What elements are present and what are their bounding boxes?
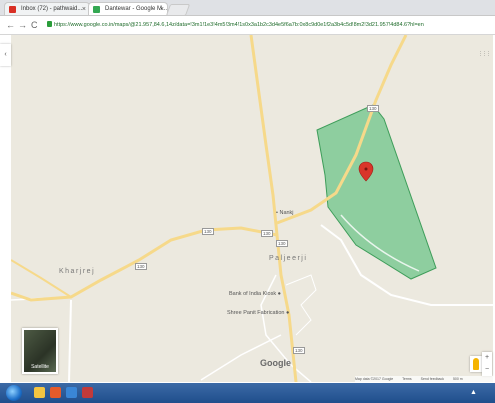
google-logo: Google <box>260 358 291 368</box>
route-shield: 130 <box>293 347 305 354</box>
tab-maps[interactable]: Dantewar - Google M... × <box>88 2 168 15</box>
app-icon[interactable] <box>82 387 93 398</box>
route-shield: 130 <box>135 263 147 270</box>
minor-road <box>320 224 493 306</box>
route-shield: 130 <box>261 230 273 237</box>
maps-favicon-icon <box>93 6 100 13</box>
pegman-figure <box>473 358 479 370</box>
system-tray-icon[interactable]: ▲ <box>470 389 477 396</box>
close-tab-icon[interactable]: × <box>159 6 164 13</box>
secure-lock-icon <box>47 21 52 27</box>
chrome-icon[interactable] <box>50 387 61 398</box>
close-tab-icon[interactable]: × <box>81 6 86 13</box>
windows-taskbar: ▲ <box>0 383 495 403</box>
map-graphics <box>11 35 493 382</box>
town-label: Kharjrej <box>59 268 96 275</box>
zoom-out-button[interactable]: − <box>484 366 490 373</box>
poi-label[interactable]: • Nankj <box>276 210 294 216</box>
poi-label-bank[interactable]: Bank of India Kiosk ● <box>229 291 281 297</box>
major-road <box>11 259 72 298</box>
address-bar-url: https://www.google.co.in/maps/@21.957,84… <box>54 22 424 28</box>
app-icon[interactable] <box>66 387 77 398</box>
tab-maps-title: Dantewar - Google M... <box>105 6 168 12</box>
map-attribution: Map data ©2017 Google Terms Send feedbac… <box>355 376 493 382</box>
minor-road <box>200 334 282 381</box>
minor-road <box>340 214 420 272</box>
map-canvas[interactable]: 130 130 130 130 130 130 • Nankj Paljeerj… <box>11 35 493 382</box>
address-bar[interactable]: https://www.google.co.in/maps/@21.957,84… <box>44 19 484 31</box>
route-shield: 130 <box>367 105 379 112</box>
minor-road <box>260 274 312 382</box>
poi-label-shop[interactable]: Shree Panit Fabrication ● <box>227 310 290 316</box>
file-explorer-icon[interactable] <box>34 387 45 398</box>
browser-toolbar: ← → C https://www.google.co.in/maps/@21.… <box>0 16 495 35</box>
major-road <box>249 35 298 382</box>
street-view-pegman-icon[interactable] <box>470 356 482 372</box>
attribution-scale[interactable]: 500 m <box>452 377 463 381</box>
location-marker-icon <box>358 161 374 182</box>
town-label: Paljeerji <box>269 255 308 262</box>
attribution-feedback[interactable]: Send feedback <box>420 377 444 381</box>
route-shield: 130 <box>202 228 214 235</box>
minor-road <box>285 274 317 336</box>
zoom-controls: + − <box>482 352 492 376</box>
tab-inbox-title: Inbox (72) - pathwaid... <box>21 6 83 12</box>
gmail-favicon-icon <box>9 6 16 13</box>
route-shield: 130 <box>276 240 288 247</box>
satellite-toggle[interactable]: Satellite <box>22 328 58 374</box>
browser-tab-strip: Inbox (72) - pathwaid... × Dantewar - Go… <box>0 0 495 16</box>
zoom-in-button[interactable]: + <box>484 354 490 361</box>
google-apps-icon[interactable]: ⋮⋮⋮ <box>478 47 491 57</box>
marker-dot <box>364 167 368 171</box>
apps-grid-glyph: ⋮⋮⋮ <box>478 51 491 57</box>
satellite-toggle-label: Satellite <box>31 364 49 370</box>
new-tab-button[interactable] <box>165 4 191 16</box>
collapse-side-panel-button[interactable]: ‹ <box>0 44 11 66</box>
forward-arrow-icon[interactable]: → <box>18 20 27 30</box>
major-road <box>11 226 278 302</box>
attribution-map-data: Map data ©2017 Google <box>355 377 394 381</box>
back-arrow-icon[interactable]: ← <box>6 20 15 30</box>
windows-start-icon[interactable] <box>6 385 22 401</box>
major-road <box>276 35 408 225</box>
tab-inbox[interactable]: Inbox (72) - pathwaid... × <box>4 2 90 15</box>
minor-road <box>68 299 72 382</box>
reload-icon[interactable]: C <box>31 20 38 30</box>
attribution-terms[interactable]: Terms <box>402 377 412 381</box>
